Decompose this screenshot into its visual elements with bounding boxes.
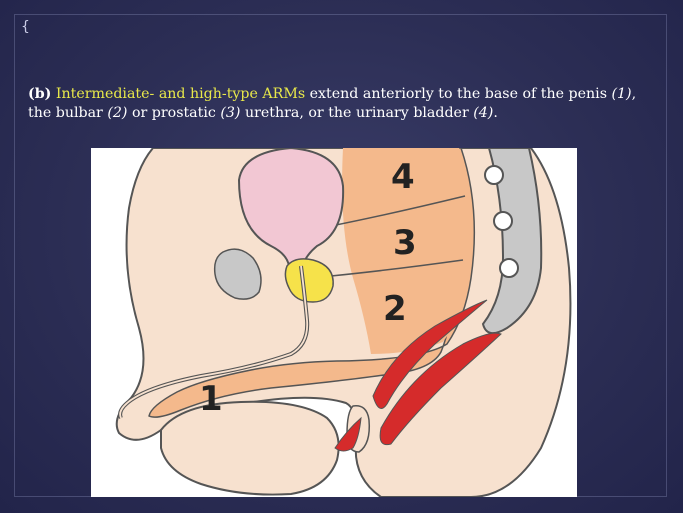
caption-ref-1: (1) (611, 86, 632, 102)
zone-divider-3-2 (330, 259, 464, 277)
label-2: 2 (383, 289, 407, 329)
caption-ref-2: (2) (107, 105, 128, 121)
vertebra-2 (493, 211, 513, 231)
muscle-small (334, 416, 362, 452)
vertebra-3 (499, 258, 519, 278)
caption-text-1: extend anteriorly to the base of the pen… (305, 86, 612, 102)
label-4: 4 (391, 157, 415, 197)
urinary-bladder (237, 148, 345, 267)
label-1: 1 (199, 379, 223, 419)
zone-divider-4-3 (330, 195, 466, 227)
corner-brace: { (21, 19, 30, 35)
anatomy-figure: 4 3 2 1 (91, 148, 577, 497)
scrotum (160, 400, 340, 496)
muscle-lower (379, 332, 502, 446)
slide-caption: (b) Intermediate- and high-type ARMs ext… (28, 85, 668, 123)
pelvis-diagram: 4 3 2 1 (115, 148, 572, 497)
prostate (284, 258, 334, 303)
caption-ref-3: (3) (220, 105, 241, 121)
label-3: 3 (393, 223, 417, 263)
fistula-upper-body (342, 148, 470, 354)
urethra-lumen (119, 265, 309, 419)
vertebra-1 (484, 165, 504, 185)
caption-text-5: . (493, 105, 498, 121)
caption-highlight: Intermediate- and high-type ARMs (55, 86, 306, 102)
caption-text-4: urethra, or the urinary bladder (240, 105, 474, 121)
caption-line2-start: the bulbar (28, 105, 108, 121)
caption-text-3: or prostatic (127, 105, 221, 121)
caption-text-2: , (631, 86, 637, 102)
caption-ref-4: (4) (473, 105, 494, 121)
pubic-bone (213, 248, 262, 300)
caption-part-label: (b) (28, 86, 52, 102)
muscle-upper (372, 299, 488, 409)
